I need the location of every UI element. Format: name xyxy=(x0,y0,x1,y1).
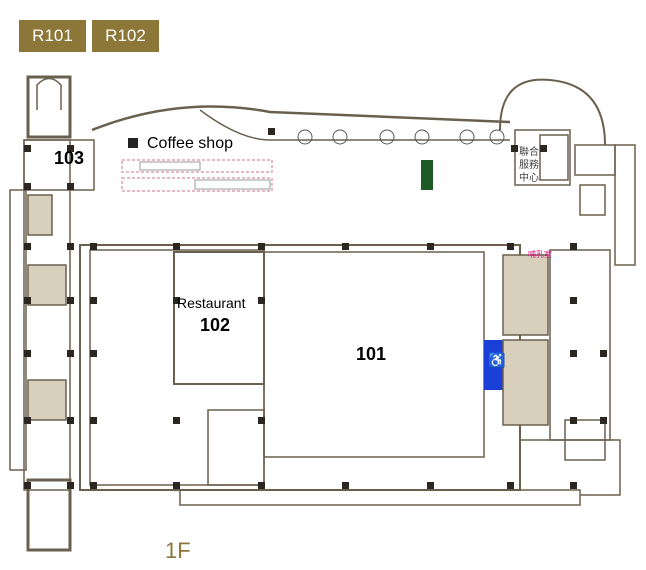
room-102-label: 102 xyxy=(200,315,231,335)
coffee-shop-label: Coffee shop xyxy=(147,135,233,152)
nursing-room-label: 哺乳室 xyxy=(528,250,552,259)
tab-r102[interactable]: R102 xyxy=(92,20,159,52)
tab-r101[interactable]: R101 xyxy=(19,20,86,52)
wheelchair-icon: ♿ xyxy=(488,352,506,368)
floor-label: 1F xyxy=(165,538,191,563)
room-101-label: 101 xyxy=(356,344,387,364)
service-center-label: 聯合服務中心 xyxy=(519,147,539,184)
restaurant-label: Restaurant xyxy=(177,295,246,311)
room-103-label: 103 xyxy=(54,148,85,168)
